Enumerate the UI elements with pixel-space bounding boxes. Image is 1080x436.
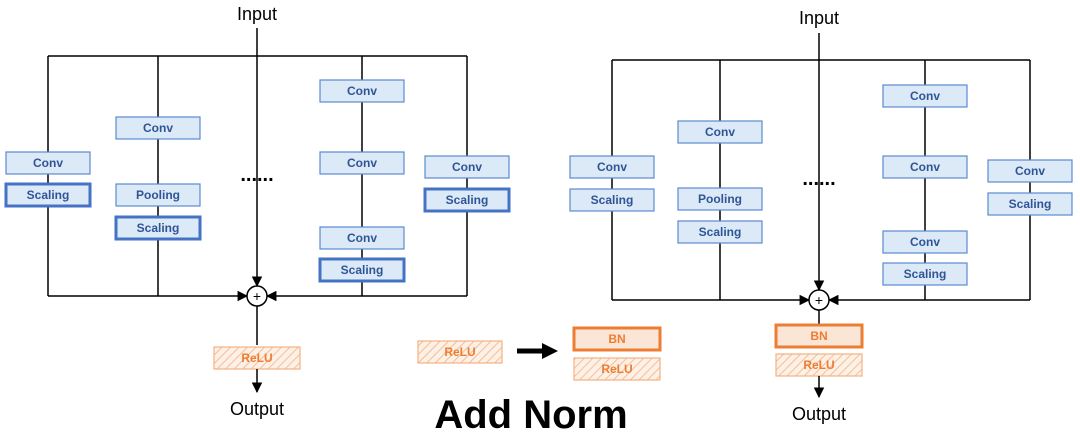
- right-b4-conv1: Conv: [882, 84, 968, 108]
- right-output-label: Output: [792, 404, 846, 424]
- svg-text:ReLU: ReLU: [601, 362, 632, 376]
- left-b4-conv3: Conv: [319, 226, 405, 250]
- svg-text:Conv: Conv: [910, 235, 940, 249]
- svg-text:Scaling: Scaling: [446, 193, 489, 207]
- left-b1-scaling: Scaling: [4, 182, 92, 208]
- right-diagram: Input Conv Scaling Conv Pooling S: [569, 8, 1073, 424]
- svg-text:ReLU: ReLU: [803, 358, 834, 372]
- right-relu: ReLU: [775, 353, 863, 377]
- right-b5-conv: Conv: [987, 159, 1073, 183]
- svg-text:Scaling: Scaling: [1009, 197, 1052, 211]
- svg-text:Conv: Conv: [33, 156, 63, 170]
- svg-text:ReLU: ReLU: [444, 345, 475, 359]
- svg-text:Conv: Conv: [143, 121, 173, 135]
- svg-text:Scaling: Scaling: [137, 221, 180, 235]
- right-b1-scaling: Scaling: [569, 188, 655, 212]
- left-b5-conv: Conv: [424, 155, 510, 179]
- transition-arrow: [517, 343, 558, 359]
- svg-text:Scaling: Scaling: [27, 188, 70, 202]
- svg-text:BN: BN: [810, 329, 827, 343]
- right-b2-conv: Conv: [677, 120, 763, 144]
- left-b5-scaling: Scaling: [423, 187, 511, 213]
- left-input-label: Input: [237, 4, 277, 24]
- right-b4-scaling: Scaling: [882, 262, 968, 286]
- svg-text:Conv: Conv: [347, 231, 377, 245]
- svg-text:Pooling: Pooling: [698, 192, 742, 206]
- left-b2-conv: Conv: [115, 116, 201, 140]
- right-dots: ......: [802, 168, 835, 190]
- svg-text:Scaling: Scaling: [591, 193, 634, 207]
- right-b4-conv2: Conv: [882, 155, 968, 179]
- right-sum-node: +: [808, 289, 830, 311]
- right-b1-conv: Conv: [569, 155, 655, 179]
- svg-text:Scaling: Scaling: [341, 263, 384, 277]
- svg-text:Pooling: Pooling: [136, 188, 180, 202]
- svg-text:Conv: Conv: [347, 84, 377, 98]
- right-b2-scaling: Scaling: [677, 220, 763, 244]
- svg-text:Scaling: Scaling: [904, 267, 947, 281]
- left-b4-conv2: Conv: [319, 151, 405, 175]
- right-bn: BN: [774, 323, 864, 349]
- transition-from-relu: ReLU: [417, 340, 503, 364]
- transition: ReLU BN ReLU: [417, 326, 662, 381]
- right-input-label: Input: [799, 8, 839, 28]
- svg-text:Conv: Conv: [910, 160, 940, 174]
- svg-text:BN: BN: [608, 332, 625, 346]
- transition-bn: BN: [572, 326, 662, 352]
- svg-text:Conv: Conv: [597, 160, 627, 174]
- svg-text:+: +: [815, 292, 823, 308]
- right-b5-scaling: Scaling: [987, 192, 1073, 216]
- add-norm-title: Add Norm: [434, 393, 627, 436]
- svg-text:Conv: Conv: [705, 125, 735, 139]
- svg-text:Conv: Conv: [910, 89, 940, 103]
- left-sum-node: +: [246, 285, 268, 307]
- left-output-label: Output: [230, 399, 284, 419]
- transition-to-relu: ReLU: [573, 357, 661, 381]
- svg-text:Scaling: Scaling: [699, 225, 742, 239]
- right-b2-pooling: Pooling: [677, 187, 763, 211]
- left-diagram: Input Conv Scaling Conv: [4, 4, 511, 419]
- left-b4-scaling: Scaling: [318, 257, 406, 283]
- left-b4-conv1: Conv: [319, 79, 405, 103]
- svg-text:Conv: Conv: [347, 156, 377, 170]
- left-dots: ......: [240, 164, 273, 186]
- right-b4-conv3: Conv: [882, 230, 968, 254]
- svg-text:Conv: Conv: [1015, 164, 1045, 178]
- left-b2-pooling: Pooling: [115, 183, 201, 207]
- left-b2-scaling: Scaling: [114, 215, 202, 241]
- svg-text:+: +: [253, 288, 261, 304]
- svg-text:Conv: Conv: [452, 160, 482, 174]
- left-relu: ReLU: [213, 346, 301, 370]
- left-b1-conv: Conv: [5, 151, 91, 175]
- svg-text:ReLU: ReLU: [241, 351, 272, 365]
